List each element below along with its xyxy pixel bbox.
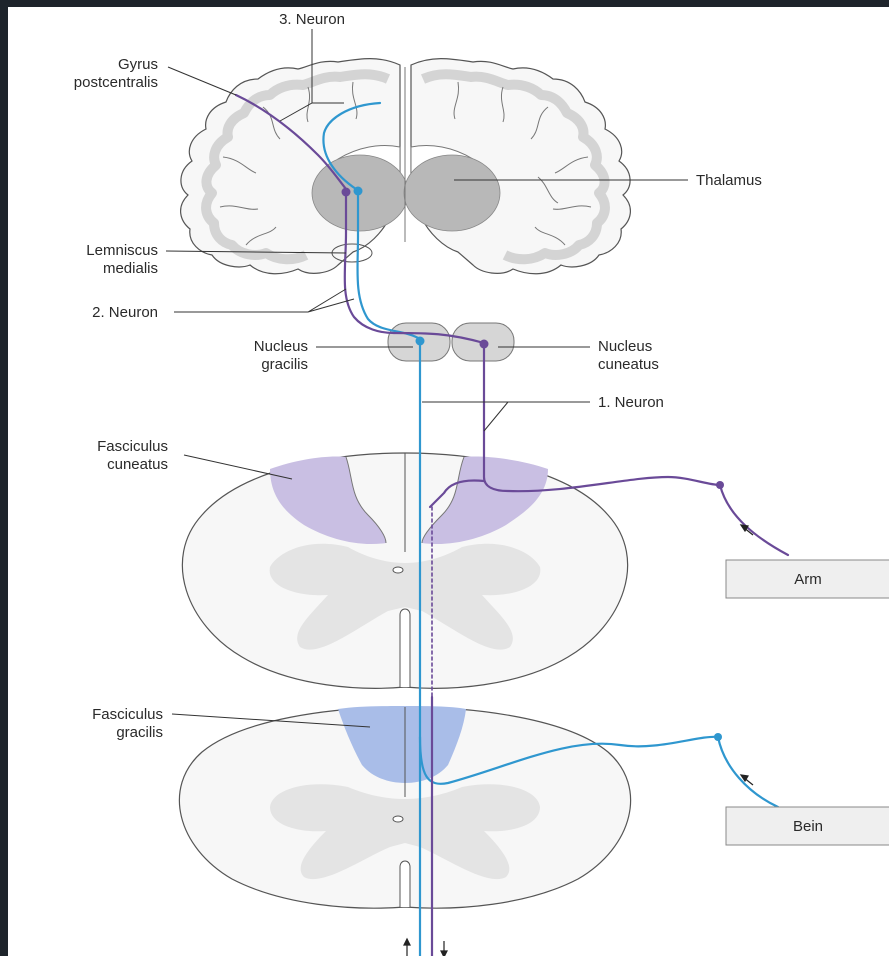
- brain-coronal-section: [181, 59, 631, 274]
- label-neuron1: 1. Neuron: [598, 394, 664, 411]
- synapse-thalamus-leg: [354, 187, 363, 196]
- ganglion-leg: [714, 733, 722, 741]
- leader-gyrus: [168, 67, 236, 95]
- label-gyrus-2: postcentralis: [74, 74, 158, 91]
- label-fasciculus-gracilis-2: gracilis: [116, 724, 163, 741]
- synapse-nucleus-gracilis: [416, 337, 425, 346]
- label-nucleus-cuneatus-1: Nucleus: [598, 338, 652, 355]
- leg-peripheral-nerve: [718, 737, 778, 807]
- lumbar-central-canal: [393, 816, 403, 822]
- arm-box-label: Arm: [794, 571, 822, 588]
- label-neuron3: 3. Neuron: [279, 11, 345, 28]
- label-fasciculus-cuneatus-2: cuneatus: [107, 456, 168, 473]
- descending-arrowhead: [441, 951, 447, 956]
- label-fasciculus-cuneatus-1: Fasciculus: [97, 438, 168, 455]
- cervical-ventral-fissure: [400, 609, 410, 687]
- arm-peripheral-nerve: [720, 485, 788, 555]
- bein-box: Bein: [726, 807, 889, 845]
- label-gyrus-1: Gyrus: [118, 56, 158, 73]
- right-thalamus: [404, 155, 500, 231]
- leader-neuron2: [174, 289, 354, 312]
- lumbar-ventral-fissure: [400, 861, 410, 907]
- label-nucleus-cuneatus-2: cuneatus: [598, 356, 659, 373]
- leader-fasciculus-cuneatus: [184, 455, 292, 479]
- label-fasciculus-gracilis-1: Fasciculus: [92, 706, 163, 723]
- bein-box-label: Bein: [793, 818, 823, 835]
- brainstem-nuclei: [388, 323, 514, 361]
- diagram-frame: Arm Bein 3. Neuron Gyrus postcentralis T…: [8, 7, 889, 956]
- label-neuron2: 2. Neuron: [92, 304, 158, 321]
- label-lemniscus-1: Lemniscus: [86, 242, 158, 259]
- synapse-thalamus-arm: [342, 188, 351, 197]
- cervical-central-canal: [393, 567, 403, 573]
- arm-box: Arm: [726, 560, 889, 598]
- synapse-nucleus-cuneatus: [480, 340, 489, 349]
- leader-neuron1: [422, 402, 590, 431]
- label-thalamus: Thalamus: [696, 172, 762, 189]
- ascending-arrowhead: [404, 939, 410, 945]
- label-lemniscus-2: medialis: [103, 260, 158, 277]
- label-nucleus-gracilis-2: gracilis: [261, 356, 308, 373]
- dorsal-column-pathway-diagram: Arm Bein 3. Neuron Gyrus postcentralis T…: [8, 7, 889, 956]
- label-nucleus-gracilis-1: Nucleus: [254, 338, 308, 355]
- ganglion-arm: [716, 481, 724, 489]
- spinal-cord-lumbar: [179, 706, 630, 908]
